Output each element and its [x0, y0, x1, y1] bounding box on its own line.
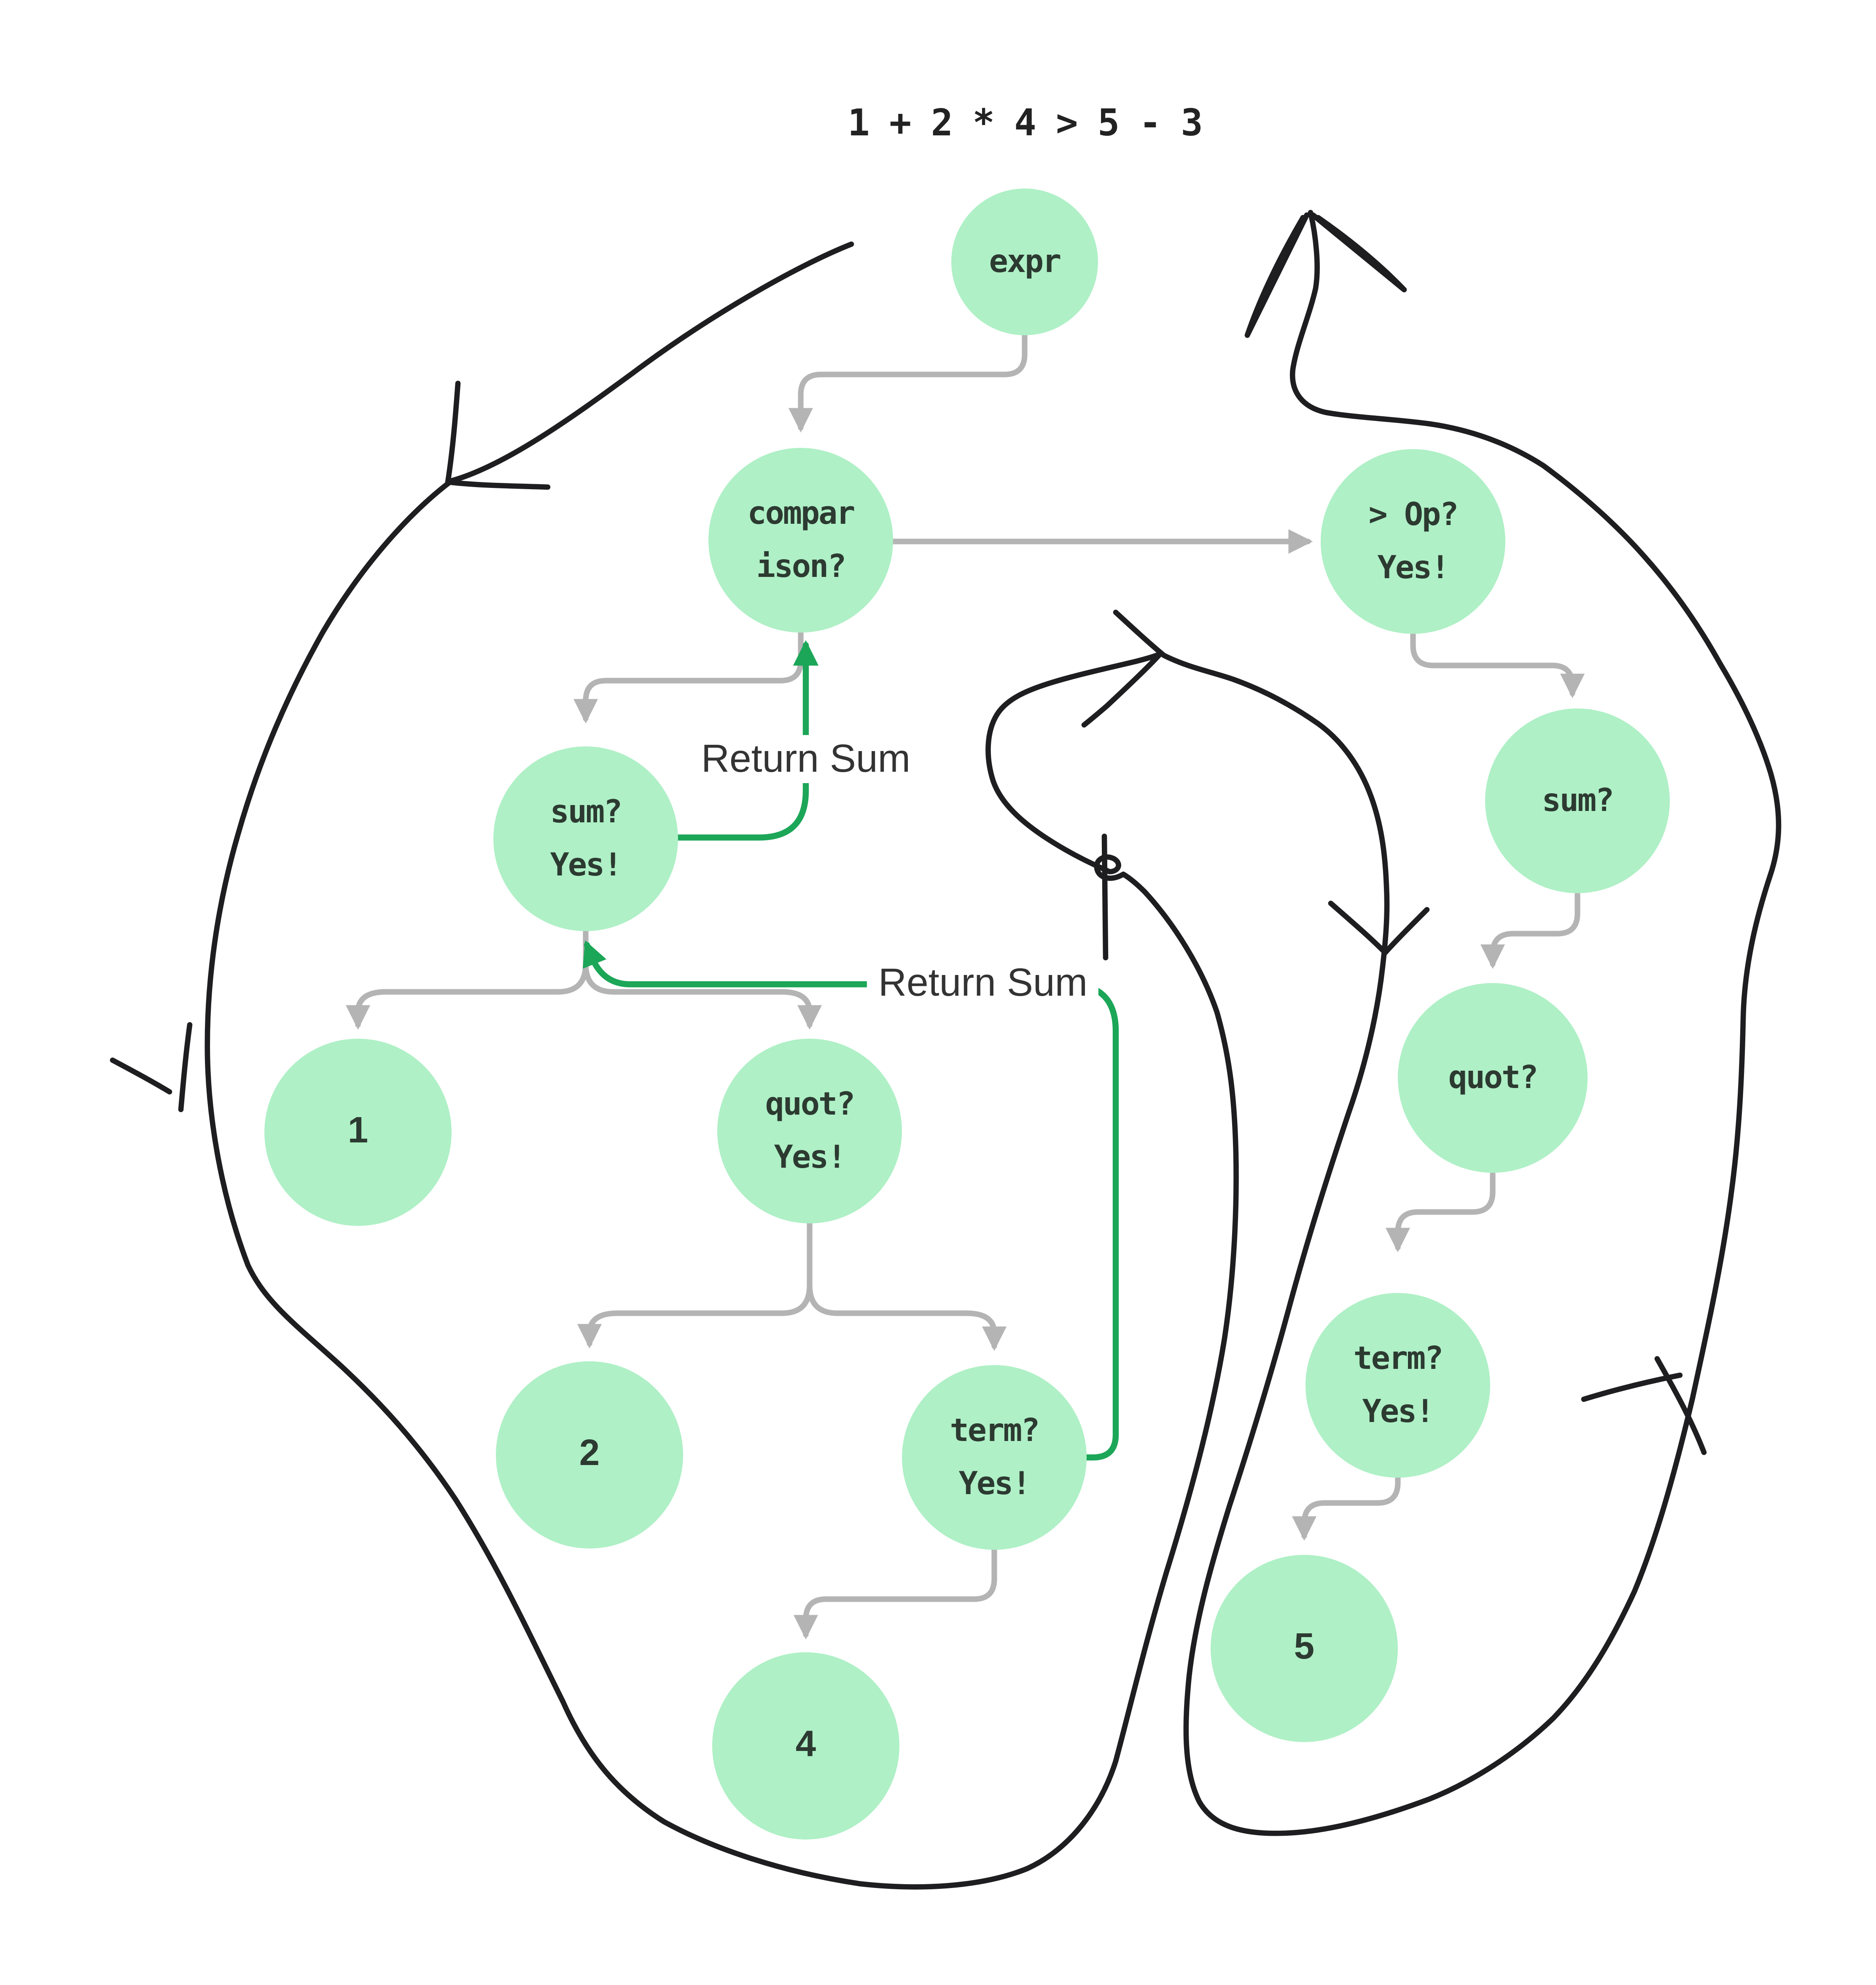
- connector-comparison-sumleft: [573, 630, 804, 724]
- connector-op-sumright: [1410, 632, 1585, 698]
- node-quot-right: quot?: [1398, 983, 1588, 1173]
- connector-termleft-four: [793, 1547, 997, 1640]
- node-sum-right: sum?: [1485, 708, 1670, 893]
- connector-sumleft-one: [345, 928, 589, 1030]
- connector-termright-five: [1292, 1475, 1401, 1541]
- sketch-arrowhead-prong-left: [1244, 212, 1310, 338]
- sketch-tick-left-loop-lower: [110, 1022, 193, 1112]
- connector-quotleft-two: [577, 1220, 813, 1349]
- return-connector-termleft-sumleft: [582, 940, 1119, 1461]
- node-two: 2: [496, 1361, 683, 1549]
- node-comparison: compar ison?: [708, 448, 893, 633]
- sketch-right-enclosure-loop: [1113, 210, 1782, 1836]
- sketch-arrowhead-prong-right: [1310, 212, 1407, 293]
- return-connector-sumleft-comparison: [675, 640, 819, 841]
- sketch-tick-left-loop-upper: [445, 380, 551, 490]
- connector-expr-comparison: [788, 332, 1028, 433]
- connector-sumleft-quotleft: [583, 961, 822, 1030]
- node-five: 5: [1211, 1555, 1398, 1742]
- expression-title: 1 + 2 * 4 > 5 - 3: [848, 101, 1203, 144]
- return-sum-label-1: Return Sum: [689, 735, 922, 783]
- node-quot-left: quot? Yes!: [717, 1039, 902, 1223]
- connector-quotleft-termleft: [807, 1282, 1007, 1351]
- sketch-tick-right-loop: [1581, 1356, 1707, 1455]
- node-four: 4: [712, 1652, 899, 1840]
- sketch-vertical-tick-middle: [1101, 833, 1109, 961]
- node-op-yes: > Op? Yes!: [1321, 449, 1505, 634]
- connector-quotright-termright: [1385, 1171, 1496, 1252]
- node-term-right: term? Yes!: [1305, 1293, 1490, 1478]
- node-sum-left: sum? Yes!: [493, 746, 678, 931]
- sketch-direction-arrow-inner-wall: [1328, 900, 1430, 956]
- return-sum-label-2: Return Sum: [867, 959, 1099, 1007]
- node-expr: expr: [951, 189, 1098, 335]
- node-term-left: term? Yes!: [902, 1365, 1087, 1550]
- connector-sumright-quotright: [1480, 891, 1580, 969]
- sketch-left-enclosure-loop: [205, 241, 1239, 1890]
- node-one: 1: [264, 1039, 452, 1226]
